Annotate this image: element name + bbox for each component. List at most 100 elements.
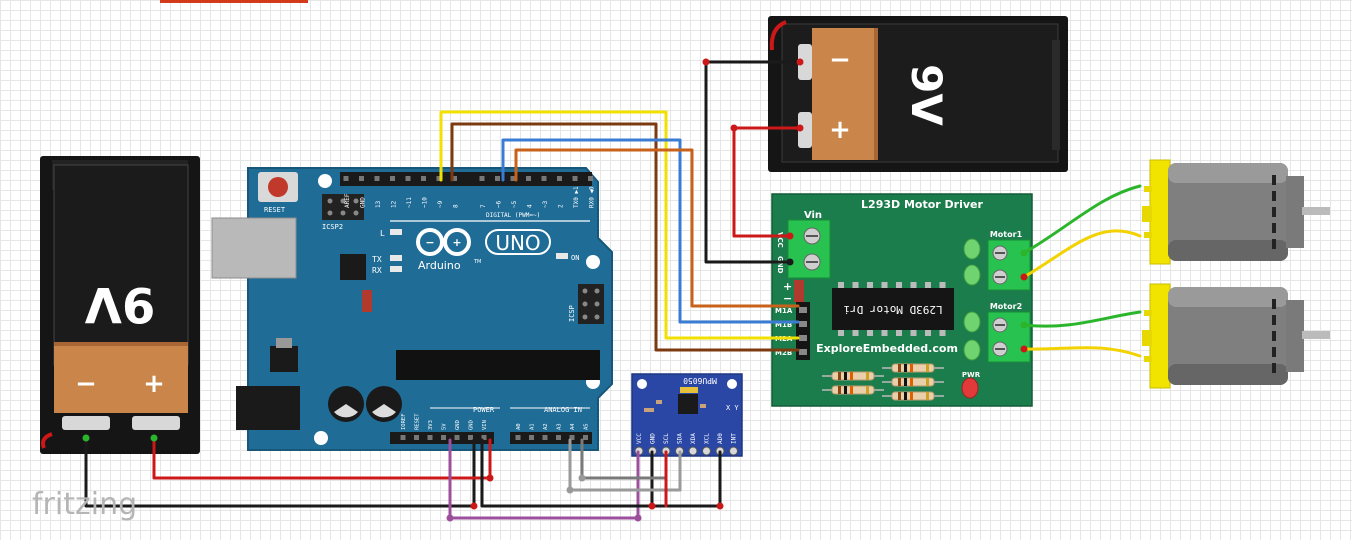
digital-pin-socket[interactable] (510, 176, 516, 181)
battery-top-minus: − (829, 45, 851, 75)
chip-leg (925, 282, 931, 288)
wire-a4-sda[interactable] (568, 438, 682, 492)
resistor-band (866, 386, 869, 394)
dc-motor-2[interactable] (1142, 283, 1330, 389)
analog-pin-socket[interactable] (542, 435, 548, 440)
analog-pin-socket[interactable] (583, 435, 588, 440)
analog-pin-socket[interactable] (556, 435, 561, 440)
motor1-screw-terminal[interactable] (987, 239, 1031, 291)
digital-pin-socket[interactable] (479, 176, 485, 181)
driver-plus: + (783, 280, 792, 293)
analog-pin-socket[interactable] (515, 435, 521, 440)
wire-pin10-yellow[interactable] (439, 110, 800, 340)
mpu-pin-label: AD0 (717, 433, 724, 444)
led-l (390, 229, 402, 235)
digital-pin-socket[interactable] (588, 176, 593, 181)
arduino-logo: − + (416, 228, 471, 256)
wire-pin6-blue[interactable] (501, 138, 800, 324)
battery-left-terminal-minus (62, 416, 110, 430)
digital-pin-socket[interactable] (374, 176, 380, 181)
battery-left[interactable]: 9V − + (40, 156, 200, 454)
power-pin-label: VIN (482, 420, 488, 430)
dc-motor-1[interactable] (1142, 159, 1330, 265)
chip-leg (896, 282, 902, 288)
digital-pin-socket[interactable] (343, 176, 349, 181)
chip-leg (939, 282, 946, 288)
wire-motor1-yellow[interactable] (1022, 229, 1142, 279)
mpu-pin-label: XCL (704, 433, 711, 444)
digital-pin-socket[interactable] (541, 176, 547, 181)
digital-pin-socket[interactable] (452, 176, 457, 181)
digital-pin-socket[interactable] (421, 176, 426, 181)
wire-5v-purple[interactable] (448, 438, 640, 520)
led-tx (390, 255, 402, 261)
driver-input-pin[interactable] (799, 335, 807, 341)
driver-title: L293D Motor Driver (861, 198, 983, 211)
battery-top-terminal-minus (798, 44, 812, 80)
digital-pin-label: 13 (375, 200, 382, 208)
analog-pin-socket[interactable] (529, 435, 534, 440)
battery-top[interactable]: 9V − + (768, 16, 1068, 172)
l293d-chip-label: L293D Motor Dri (843, 303, 942, 316)
resistor-band (844, 386, 847, 394)
wire-battery-top-minus[interactable] (704, 60, 802, 264)
resistor-band (838, 386, 841, 394)
wire-pin5-orange[interactable] (514, 148, 800, 308)
digital-pin-socket[interactable] (572, 176, 578, 181)
power-pin-socket[interactable] (414, 435, 419, 440)
mount-hole (314, 431, 328, 445)
power-pin-socket[interactable] (427, 435, 433, 440)
power-pin-socket[interactable] (441, 435, 446, 440)
icsp-label: ICSP (568, 305, 576, 322)
driver-input-pin[interactable] (799, 307, 807, 313)
led-on (556, 253, 568, 259)
chip-leg (910, 282, 917, 288)
mount-hole (637, 379, 647, 389)
power-pin-socket[interactable] (481, 435, 487, 440)
mpu-pin[interactable] (688, 446, 698, 456)
power-pin-socket[interactable] (468, 435, 473, 440)
driver-input-pin[interactable] (799, 321, 807, 327)
digital-pin-socket[interactable] (359, 176, 364, 181)
mpu-pin-label: SCL (663, 433, 670, 444)
resistor-band (904, 392, 907, 400)
digital-pin-label: GND (360, 197, 367, 208)
digital-pin-socket[interactable] (526, 176, 531, 181)
power-jumper (794, 280, 804, 302)
digital-pin-label: RX0 ◀0 (589, 186, 596, 208)
mpu-pin[interactable] (702, 446, 711, 456)
battery-left-minus: − (75, 369, 97, 399)
driver-gnd-label: GND (776, 256, 784, 274)
reset-label: RESET (264, 206, 286, 214)
power-pin-socket[interactable] (400, 435, 406, 440)
digital-pin-label: ~11 (406, 197, 413, 208)
wire-motor1-green[interactable] (1022, 184, 1142, 255)
digital-pin-socket[interactable] (436, 176, 442, 181)
analog-pin-socket[interactable] (569, 435, 575, 440)
wire-motor2-yellow[interactable] (1022, 346, 1142, 358)
resistor-band (838, 372, 841, 380)
l293d-chip (832, 288, 954, 330)
wire-battery-top-plus[interactable] (732, 126, 802, 238)
wire-battery-left-minus[interactable] (84, 436, 476, 508)
dc-jack (236, 386, 300, 430)
wire-pin9-brown[interactable] (450, 122, 800, 352)
l293d-motor-driver[interactable]: L293D Motor Driver Vin VCC GND + − M1AM1… (771, 193, 1033, 407)
digital-pin-socket[interactable] (557, 176, 562, 181)
wire-endpoints (82, 58, 1028, 522)
power-pin-socket[interactable] (454, 435, 460, 440)
resistor-band (926, 392, 929, 400)
mpu-pin[interactable] (729, 446, 738, 456)
resistor-band (910, 378, 913, 386)
motor2-screw-terminal[interactable] (987, 311, 1031, 363)
digital-pin-socket[interactable] (405, 176, 411, 181)
wire-battery-left-plus[interactable] (152, 436, 492, 480)
digital-pin-socket[interactable] (390, 176, 395, 181)
driver-input-pin[interactable] (799, 349, 807, 355)
digital-pin-socket[interactable] (495, 176, 500, 181)
wire-motor2-green[interactable] (1022, 310, 1142, 328)
reset-button[interactable] (268, 177, 288, 197)
power-pin-label: IOREF (401, 413, 407, 430)
